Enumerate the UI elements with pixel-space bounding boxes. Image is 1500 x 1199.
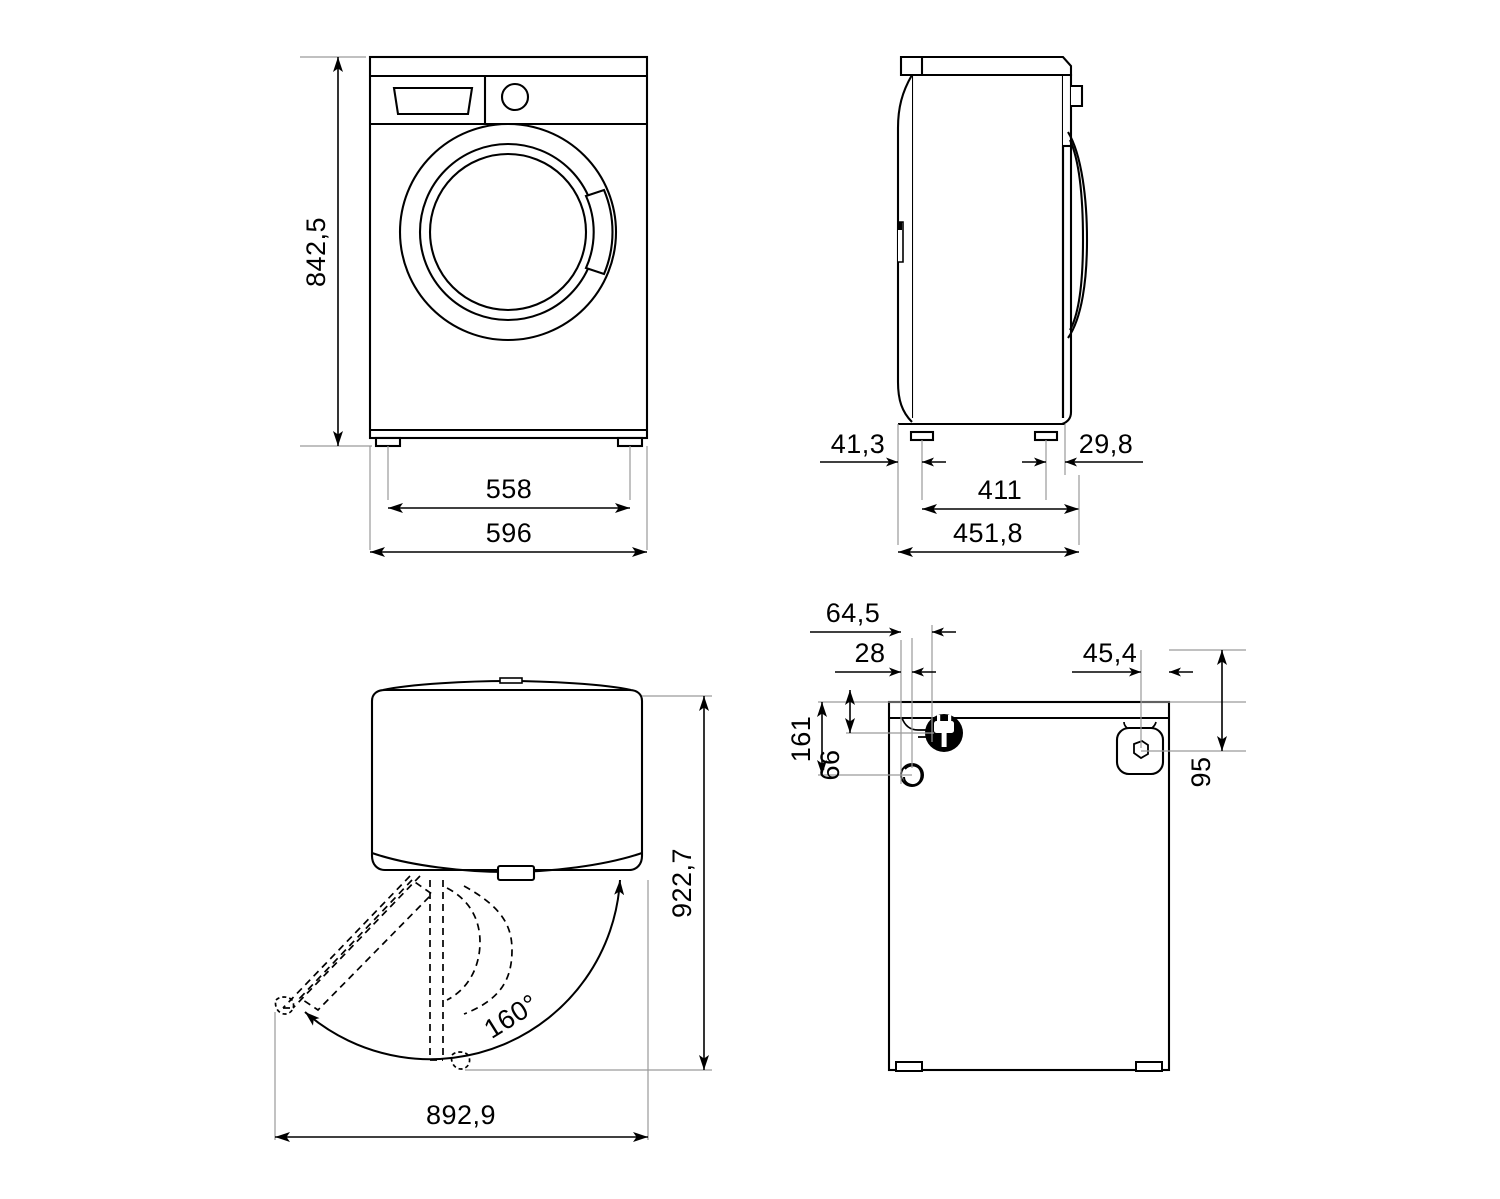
door-hinge-marker-a (274, 996, 295, 1015)
water-inlet-valve-icon (1115, 721, 1165, 776)
dim-rear-water-inlet-y: 95 (1186, 756, 1216, 787)
dim-rear-drain-hose-x: 28 (854, 638, 885, 668)
side-drum-bulge-inner (1069, 139, 1085, 331)
dim-side-rear-overhang: 29,8 (1079, 429, 1134, 459)
program-selector-knob[interactable] (500, 82, 530, 112)
top-view-door-swing: 160° 922,7 892,9 (274, 677, 712, 1142)
dim-rear-power-cord-y: 161 (786, 716, 816, 763)
dim-top-width-door-open: 892,9 (426, 1100, 496, 1130)
door-handle[interactable] (584, 188, 614, 276)
dim-rear-water-inlet-x: 45,4 (1083, 638, 1138, 668)
side-foot-rear (1033, 430, 1059, 442)
top-cabinet-outline (370, 688, 644, 872)
detergent-drawer[interactable] (392, 86, 474, 116)
side-latch-mark (898, 222, 902, 230)
dim-rear-drain-hose-y: 66 (815, 749, 845, 780)
top-handle-notch[interactable] (496, 864, 536, 882)
front-foot-left (374, 436, 402, 448)
rear-foot-right (1135, 1061, 1163, 1072)
dim-front-width-overall: 596 (486, 518, 533, 548)
dim-rear-power-cord-x: 64,5 (826, 598, 881, 628)
side-foot-front (909, 430, 935, 442)
front-foot-right (616, 436, 644, 448)
dim-front-width-feet: 558 (486, 474, 533, 504)
dim-side-front-overhang: 41,3 (831, 429, 886, 459)
rear-view: 64,5 28 161 66 45,4 95 (786, 598, 1246, 1072)
dim-side-depth-feet: 411 (978, 475, 1023, 505)
side-rear-tab (1071, 84, 1084, 108)
door-hinge-marker-b (450, 1051, 471, 1070)
dim-top-depth-door-open: 922,7 (667, 848, 697, 918)
front-elevation-view: 842,5 558 596 (300, 55, 649, 557)
top-rear-notch (499, 677, 523, 684)
power-plug-icon (925, 714, 963, 752)
side-worktop (899, 55, 1073, 77)
door-swing-arc (304, 879, 625, 1061)
side-drum-bulge-outer (1067, 131, 1089, 339)
dim-front-height: 842,5 (301, 217, 331, 287)
door-glass (428, 152, 588, 312)
rear-foot-left (895, 1061, 923, 1072)
dim-side-depth-overall: 451,8 (953, 518, 1023, 548)
side-elevation-view: 41,3 29,8 411 451,8 (820, 55, 1143, 557)
